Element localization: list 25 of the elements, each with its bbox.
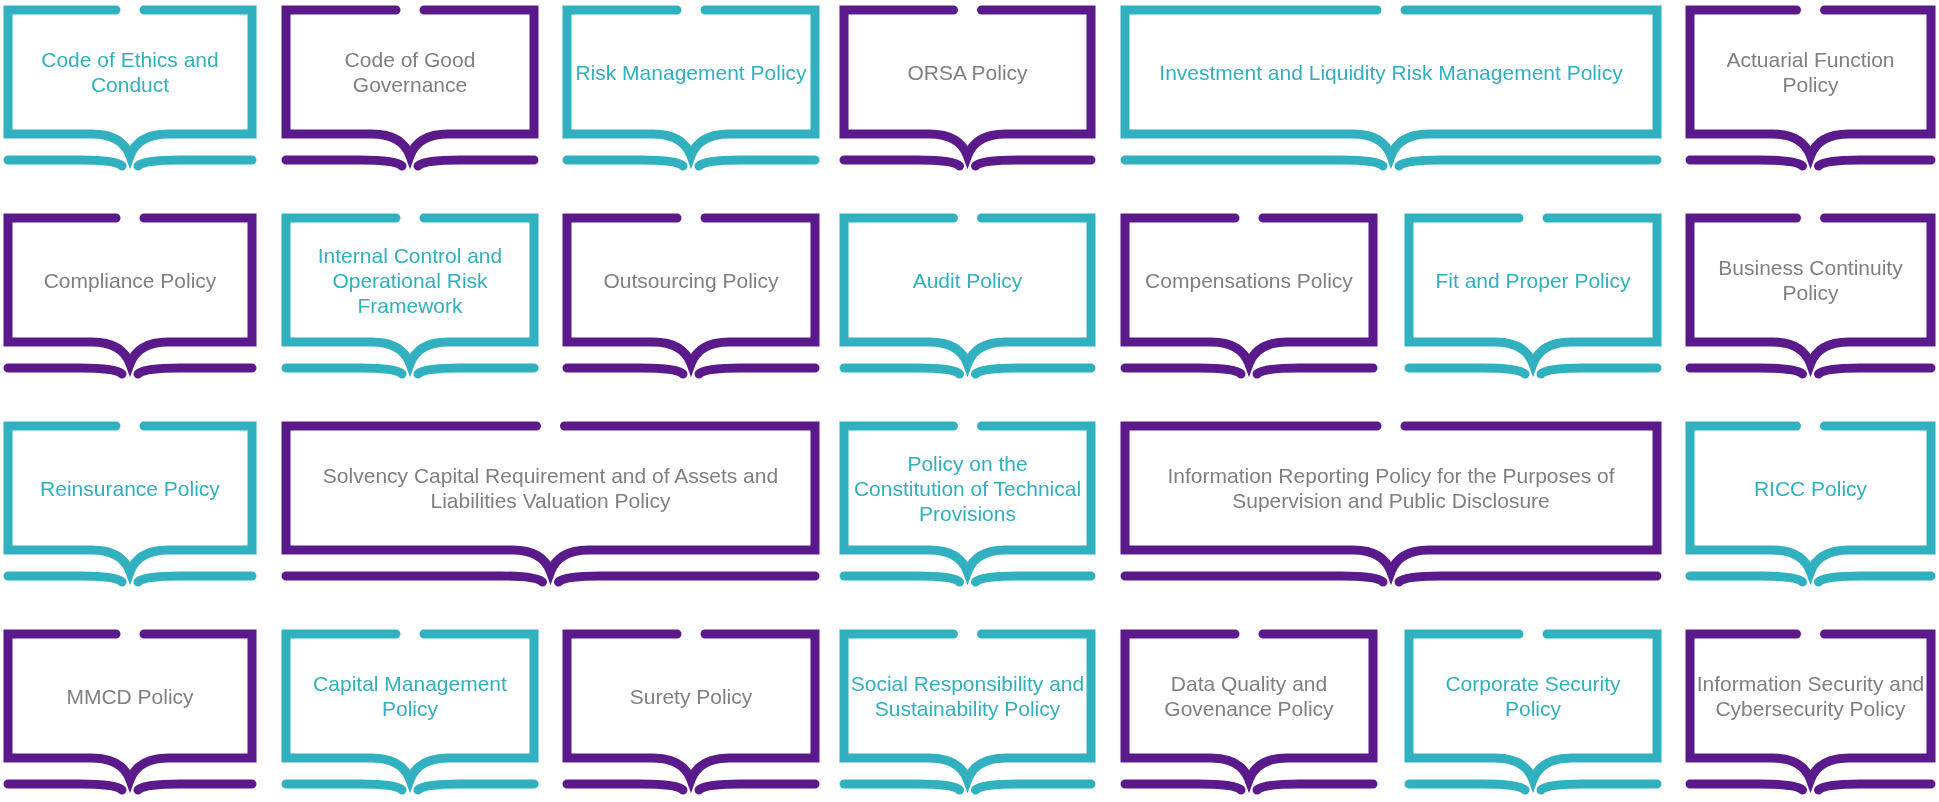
policy-title: Reinsurance Policy	[40, 475, 220, 501]
policy-title: Business Continuity Policy	[1717, 255, 1904, 305]
policy-title: Actuarial Function Policy	[1725, 47, 1896, 97]
policy-title: Risk Management Policy	[575, 59, 807, 85]
policy-title: ORSA Policy	[907, 59, 1028, 85]
policy-title: MMCD Policy	[66, 683, 194, 709]
policy-title: Fit and Proper Policy	[1435, 267, 1631, 293]
policy-title: Audit Policy	[912, 267, 1023, 293]
policy-title: Solvency Capital Requirement and of Assets and Liabilities Valuation Policy	[321, 463, 780, 513]
policy-title: Internal Control and Operational Risk Framework	[316, 242, 504, 318]
policy-title: Code of Ethics and Conduct	[40, 47, 220, 97]
policy-title: Corporate Security Policy	[1444, 671, 1622, 721]
policy-title: Compliance Policy	[43, 267, 217, 293]
policy-title: Surety Policy	[629, 683, 753, 709]
policy-title: Investment and Liquidity Risk Management Policy	[1159, 59, 1623, 85]
policy-title: Social Responsibility and Sustainability Policy	[850, 671, 1085, 721]
policy-title: Capital Management Policy	[312, 671, 508, 721]
policy-title: Compensations Policy	[1145, 267, 1353, 293]
policy-title: Information Reporting Policy for the Purposes of Supervision and Public Disclosure	[1166, 463, 1616, 513]
policy-title: Outsourcing Policy	[603, 267, 779, 293]
policy-title: RICC Policy	[1753, 475, 1868, 501]
policy-title: Code of Good Governance	[343, 47, 477, 97]
policy-title: Information Security and Cybersecurity Policy	[1696, 671, 1925, 721]
policy-title: Policy on the Constitution of Technical Provisions	[852, 450, 1083, 526]
policy-title: Data Quality and Govenance Policy	[1163, 671, 1335, 721]
